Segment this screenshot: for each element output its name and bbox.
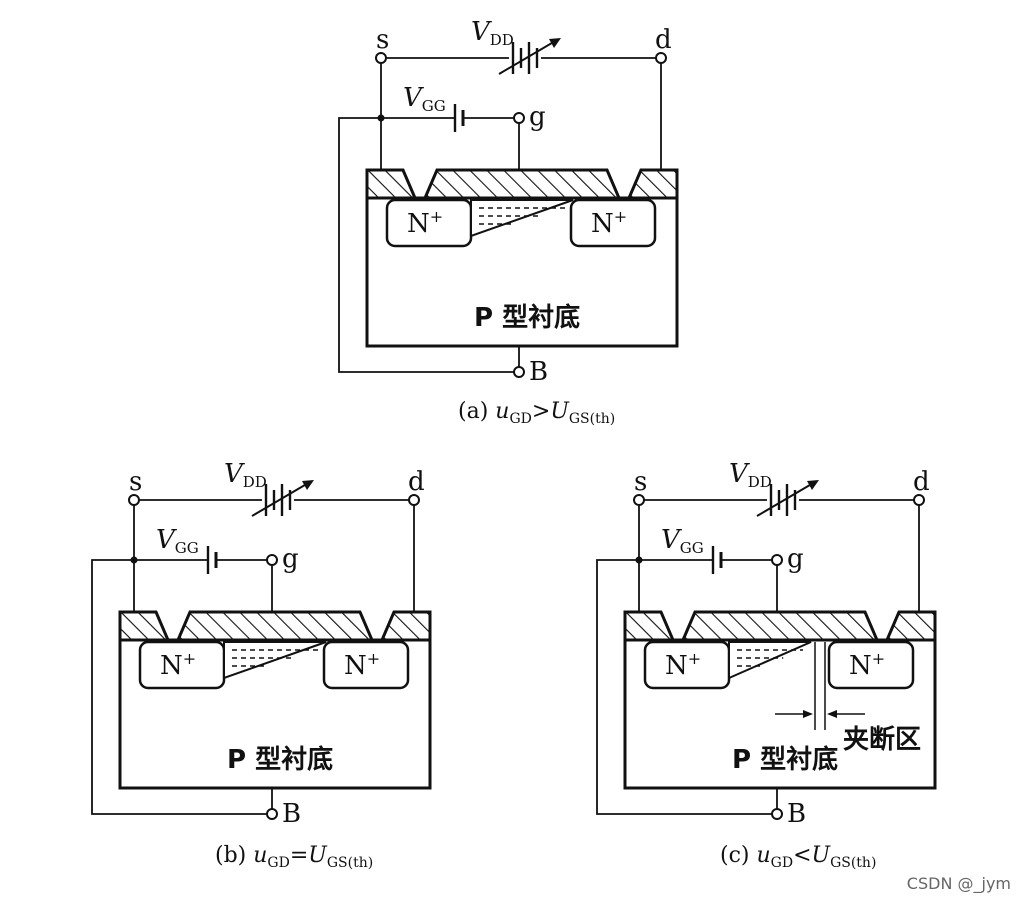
gate-label: g — [529, 102, 546, 132]
caption-c: (c) uGD<UGS(th) — [720, 843, 876, 871]
vdd-label: VDD — [224, 459, 267, 491]
watermark: CSDN @_jym — [906, 874, 1011, 893]
n-plus-right-region — [569, 198, 657, 248]
substrate-label: P 型衬底 — [474, 302, 580, 333]
vdd-variable-arrow — [251, 481, 311, 517]
n-plus-right-label: N+ — [849, 649, 885, 681]
gate-terminal — [266, 554, 278, 566]
bulk-label: B — [282, 799, 301, 829]
bulk-label: B — [787, 799, 806, 829]
bulk-terminal — [513, 366, 525, 378]
substrate-label: P 型衬底 — [227, 744, 333, 775]
caption-b: (b) uGD=UGS(th) — [215, 843, 373, 871]
bulk-terminal — [771, 808, 783, 820]
vgg-label: VGG — [156, 525, 199, 557]
vdd-label: VDD — [471, 17, 514, 49]
channel-wedge — [470, 199, 574, 238]
channel-wedge — [223, 641, 327, 680]
vdd-variable-arrow — [498, 39, 558, 75]
drain-label: d — [408, 467, 425, 497]
channel-wedge — [728, 641, 812, 680]
vdd-arrowhead — [807, 480, 819, 490]
vdd-arrowhead — [549, 38, 561, 48]
bulk-terminal — [266, 808, 278, 820]
source-label: s — [376, 25, 389, 55]
gate-terminal — [771, 554, 783, 566]
n-plus-right-region — [322, 640, 410, 690]
bulk-wire — [338, 117, 514, 373]
source-label: s — [634, 467, 647, 497]
n-plus-right-region — [827, 640, 915, 690]
vgg-label: VGG — [403, 83, 446, 115]
oxide-gate-layer — [118, 610, 432, 642]
oxide-gate-layer — [623, 610, 937, 642]
gate-label: g — [282, 544, 299, 574]
drain-label: d — [655, 25, 672, 55]
bulk-label: B — [529, 357, 548, 387]
vgg-label: VGG — [661, 525, 704, 557]
bulk-wire — [596, 559, 772, 815]
pinch-arrowhead-right — [827, 710, 837, 718]
pinch-off-label: 夹断区 — [843, 724, 921, 755]
vdd-arrowhead — [302, 480, 314, 490]
vdd-label: VDD — [729, 459, 772, 491]
oxide-gate-layer — [365, 168, 679, 200]
bulk-wire — [91, 559, 267, 815]
pinch-arrowhead-left — [803, 710, 813, 718]
substrate-label: P 型衬底 — [732, 744, 838, 775]
gate-label: g — [787, 544, 804, 574]
caption-a: (a) uGD>UGS(th) — [458, 399, 615, 427]
source-label: s — [129, 467, 142, 497]
vdd-variable-arrow — [756, 481, 816, 517]
gate-terminal — [513, 112, 525, 124]
drain-label: d — [913, 467, 930, 497]
